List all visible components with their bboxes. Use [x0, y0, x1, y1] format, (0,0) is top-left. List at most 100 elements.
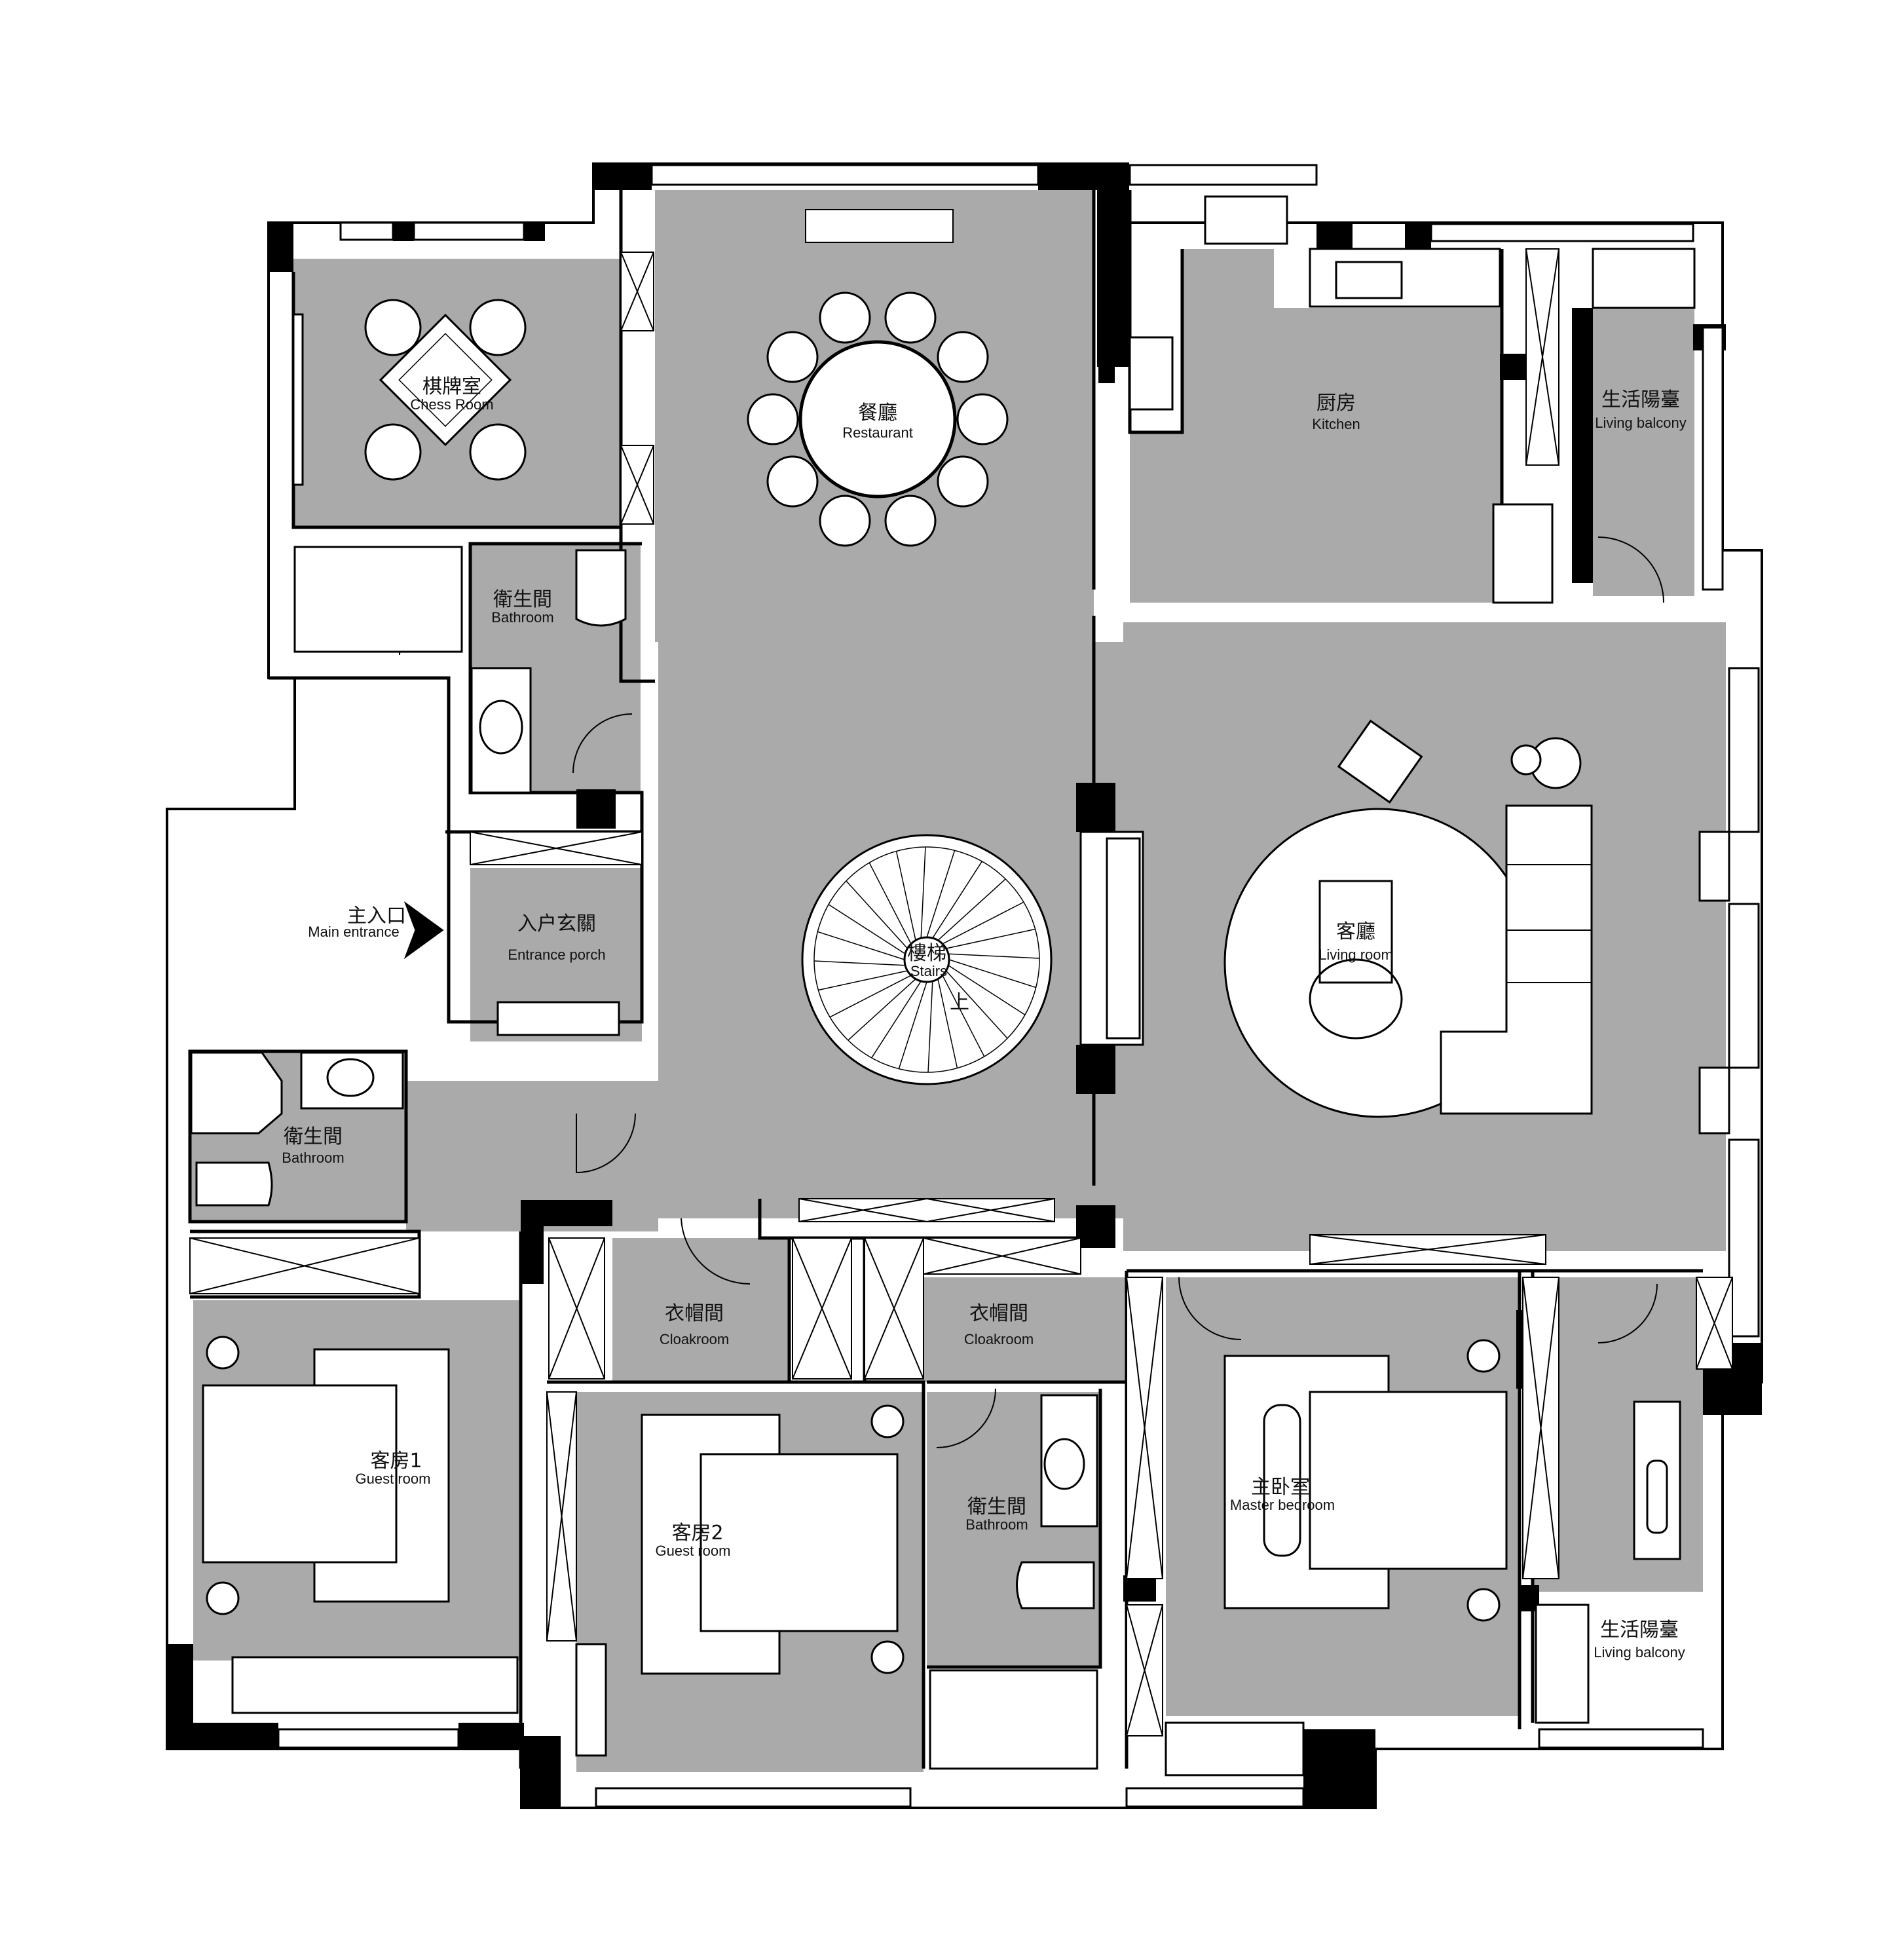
- label-chess-cn: 棋牌室: [422, 375, 481, 398]
- stair-tread: [948, 959, 1036, 988]
- stair-tread: [926, 850, 956, 938]
- stair-tread: [945, 970, 1008, 1039]
- windows: [277, 164, 1760, 1808]
- living-furniture: [1223, 719, 1730, 1135]
- master-furniture: [1165, 1339, 1508, 1776]
- balcony-washer: [1592, 248, 1696, 309]
- window-chess: [339, 221, 394, 241]
- kitchen-small: [1129, 336, 1174, 411]
- entrance-fixtures: [403, 901, 620, 1036]
- window-chess-2: [413, 221, 525, 241]
- stair-tread: [817, 931, 905, 960]
- window-master: [1125, 1787, 1305, 1808]
- kitchen-floor: [1130, 249, 1502, 603]
- guest1-furniture: [202, 1336, 519, 1714]
- toilet-mid: [1016, 1561, 1095, 1609]
- label-living-en: Living room: [1318, 947, 1393, 963]
- stair-tread: [942, 975, 985, 1057]
- label-bath-mid-en: Bathroom: [965, 1516, 1028, 1533]
- cabinet-guest2-side: [546, 1391, 577, 1642]
- stair-tread: [868, 862, 912, 945]
- label-chess-en: Chess Room: [410, 396, 493, 413]
- cabinet-chess: [620, 252, 654, 331]
- bathtub-mid: [929, 1669, 1098, 1770]
- stair-tread: [895, 851, 916, 941]
- window-guest1: [277, 1728, 460, 1749]
- cabinet-master-r: [1522, 1277, 1559, 1579]
- cabinet-cloak-l2: [792, 1237, 852, 1380]
- bathtub-top: [293, 546, 463, 653]
- label-bath-left-cn: 衛生間: [284, 1125, 343, 1148]
- stair-tread: [937, 979, 958, 1068]
- cabinet-master-bottom-l: [1126, 1604, 1163, 1736]
- label-stairs-en: Stairs: [910, 963, 947, 979]
- porch-bench: [496, 1001, 620, 1036]
- bath-top-fixtures: [293, 546, 627, 794]
- label-restaurant-cn: 餐廳: [858, 402, 897, 424]
- stair-tread: [937, 878, 1006, 941]
- master-sofa: [1263, 1404, 1301, 1557]
- guest2-furniture: [575, 1404, 905, 1757]
- cabinet-chess-2: [620, 445, 654, 525]
- label-stairs-cn: 樓梯: [907, 942, 946, 965]
- guest1-bench: [231, 1656, 519, 1714]
- stair-tread: [920, 846, 926, 939]
- guest2-bed: [700, 1453, 899, 1632]
- stair-tread: [813, 960, 906, 966]
- room-labels: 棋牌室 Chess Room 餐廳 Restaurant 厨房 Kitchen …: [282, 375, 1686, 1661]
- label-master-en: Master bedroom: [1230, 1497, 1335, 1513]
- stair-tread: [898, 981, 927, 1069]
- stair-tread: [848, 978, 916, 1041]
- label-guest1-en: Guest room: [356, 1471, 431, 1487]
- entrance-arrow: [403, 901, 444, 960]
- label-cloak-right-cn: 衣帽間: [969, 1302, 1028, 1325]
- cabinet-cloak-r2: [923, 1237, 1081, 1275]
- label-kitchen-cn: 厨房: [1316, 392, 1356, 415]
- stair-tread: [846, 880, 908, 949]
- label-bath-top-cn: 衛生間: [493, 588, 552, 611]
- bath-left-fixtures: [190, 1051, 404, 1207]
- bath-mid-fixtures: [929, 1394, 1098, 1770]
- toilet-left: [195, 1161, 273, 1207]
- armchair: [1337, 719, 1423, 804]
- round-table: [1309, 958, 1403, 1040]
- dining-chairs: [747, 291, 1009, 547]
- label-main-entrance-en: Main entrance: [308, 924, 399, 940]
- window-balcony-bottom: [1538, 1728, 1704, 1749]
- stair-tread: [828, 904, 906, 954]
- cabinet-cloak-l1: [548, 1237, 605, 1380]
- cabinet-cloak-r1: [864, 1237, 924, 1380]
- label-master-cn: 主卧室: [1251, 1476, 1310, 1499]
- walls: [167, 164, 1762, 1808]
- stair-tread: [948, 965, 1026, 1015]
- window-living-3: [1728, 1138, 1760, 1338]
- stair-tread: [829, 975, 912, 1018]
- stair-treads: [813, 846, 1040, 1073]
- label-cloak-left-en: Cloakroom: [660, 1331, 729, 1347]
- dining-table: [798, 340, 957, 498]
- balcony-top-floor: [1593, 308, 1694, 596]
- cabinet-master-l: [1126, 1277, 1163, 1579]
- guest1-bed: [202, 1384, 398, 1564]
- balcony-rack: [1633, 1400, 1681, 1560]
- label-porch-en: Entrance porch: [508, 947, 605, 963]
- sofa: [1440, 804, 1593, 1115]
- window-restaurant: [650, 164, 1039, 186]
- cabinet-balcony-bottom: [1696, 1277, 1733, 1370]
- label-balcony-top-en: Living balcony: [1595, 415, 1686, 431]
- stair-tread: [927, 981, 933, 1073]
- kitchen-fridge: [1492, 503, 1554, 604]
- cabinet-restaurant: [805, 209, 954, 243]
- shower-left: [190, 1051, 283, 1135]
- vanity-left: [300, 1051, 404, 1110]
- guest2-desk: [575, 1643, 607, 1757]
- stair-tread: [818, 970, 908, 991]
- window-living-2: [1728, 903, 1760, 1069]
- label-cloak-left-cn: 衣帽間: [665, 1302, 724, 1325]
- cabinet-kitchen-tall: [1525, 248, 1559, 466]
- window-balcony-side: [1702, 326, 1724, 591]
- label-balcony-bottom-en: Living balcony: [1594, 1644, 1685, 1661]
- kitchen-fixtures: [1129, 195, 1696, 604]
- label-main-entrance-cn: 主入口: [347, 905, 406, 928]
